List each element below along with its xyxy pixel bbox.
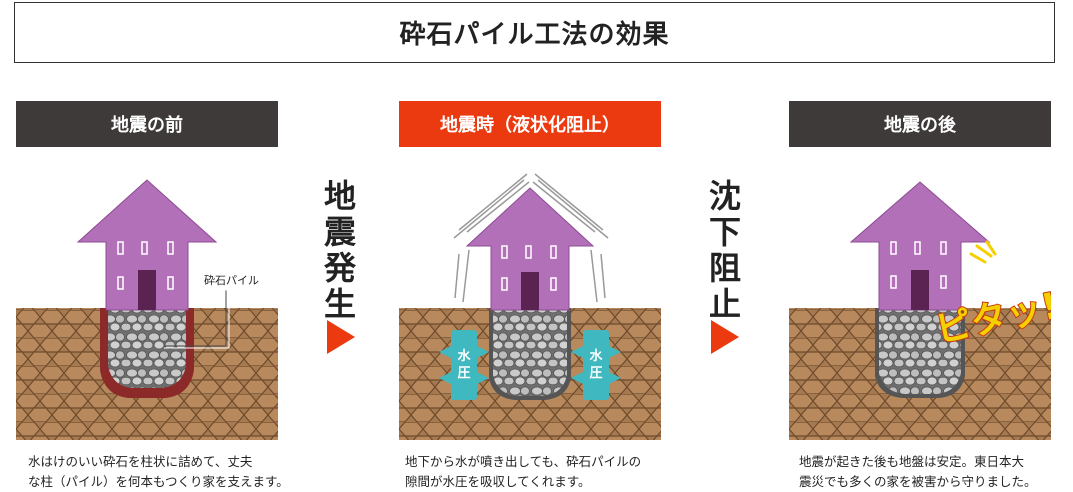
scene-during: 水 圧 水 圧 — [399, 170, 661, 440]
caption-line: 地下から水が噴き出しても、砕石パイルの — [405, 454, 642, 469]
arrow-right-icon — [327, 320, 355, 354]
water-pressure-label: 水 — [589, 348, 603, 364]
caption-after: 地震が起きた後も地盤は安定。東日本大 震災でも多くの家を被害から守りました。 — [799, 452, 1069, 492]
house-icon — [76, 179, 218, 311]
water-pressure-label: 圧 — [589, 366, 602, 381]
transition-settlement-prevented: 沈 下 阻 止 — [708, 177, 741, 323]
caption-before: 水はけのいい砕石を柱状に詰めて、丈夫 な柱（パイル）を何本もつくり家を支えます。 — [28, 452, 298, 492]
caption-line: 地震が起きた後も地盤は安定。東日本大 — [799, 454, 1025, 469]
gravel-pile — [108, 308, 186, 388]
stage-header-during: 地震時（液状化阻止） — [399, 101, 661, 147]
caption-during: 地下から水が噴き出しても、砕石パイルの 隙間が水圧を吸収してくれます。 — [405, 452, 675, 492]
impact-lines-icon — [969, 240, 997, 264]
water-pressure-left: 水 圧 — [439, 330, 489, 400]
scene-after: ピタッ! — [789, 170, 1063, 440]
caption-line: な柱（パイル）を何本もつくり家を支えます。 — [28, 474, 289, 489]
caption-line: 隙間が水圧を吸収してくれます。 — [405, 474, 591, 489]
water-pressure-right: 水 圧 — [571, 330, 621, 400]
house-icon — [849, 181, 991, 311]
arrow-right-icon — [711, 320, 739, 354]
transition-earthquake: 地 震 発 生 — [323, 177, 356, 323]
house-icon — [465, 187, 595, 311]
shake-lines — [453, 173, 609, 303]
water-pressure-label: 圧 — [457, 366, 470, 381]
pile-callout-label: 砕石パイル — [204, 273, 259, 287]
caption-line: 震災でも多くの家を被害から守りました。 — [799, 474, 1037, 489]
scene-before: 砕石パイル — [16, 170, 278, 440]
stage-header-before: 地震の前 — [16, 101, 278, 147]
water-pressure-label: 水 — [457, 348, 471, 364]
stage-header-after: 地震の後 — [789, 101, 1051, 147]
gravel-pile — [493, 308, 567, 396]
page-title: 砕石パイル工法の効果 — [14, 2, 1055, 63]
gravel-pile — [879, 308, 961, 394]
caption-line: 水はけのいい砕石を柱状に詰めて、丈夫 — [28, 454, 253, 469]
